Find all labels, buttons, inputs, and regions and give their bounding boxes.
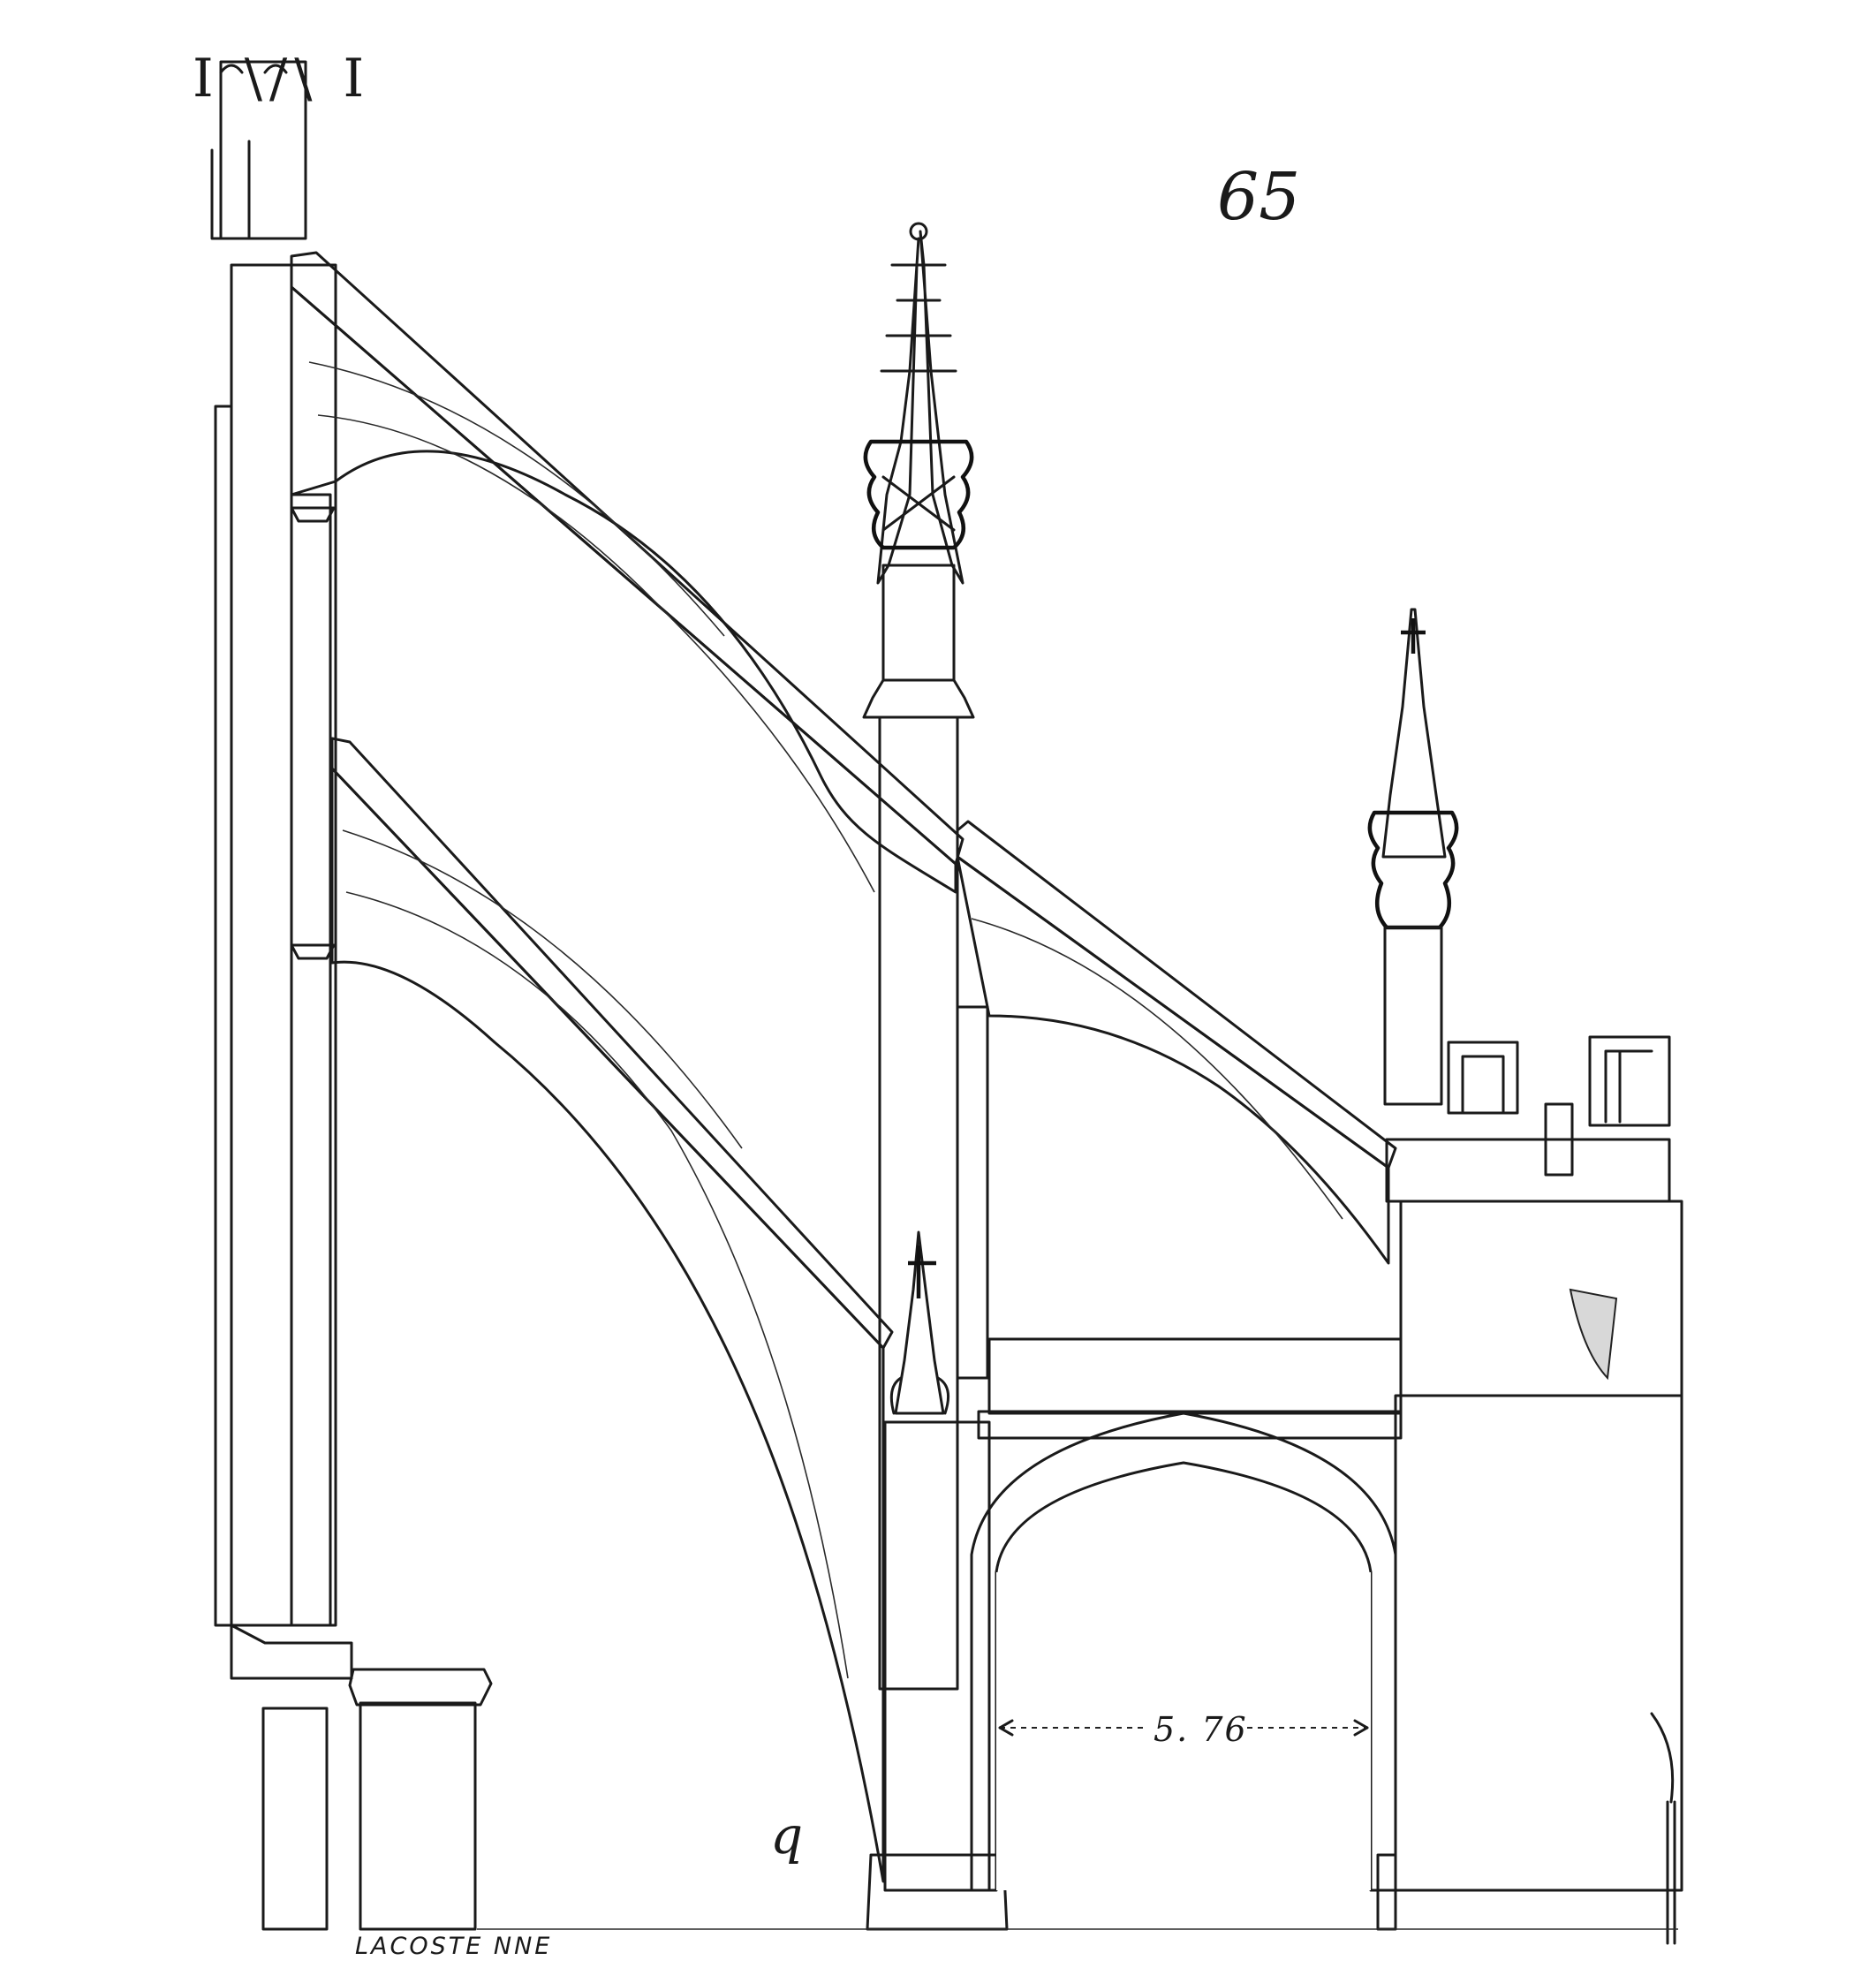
drainpipe	[1666, 1800, 1676, 1945]
outer-buttress	[1367, 608, 1683, 1945]
pinnacle-shaft	[881, 564, 956, 682]
pier-column	[878, 715, 959, 1691]
aisle-wall-block	[359, 1701, 477, 1931]
merlon-1	[1447, 1041, 1519, 1115]
upper-flyer-arch	[290, 285, 957, 894]
horizontal-strut	[987, 1337, 1403, 1415]
nave-wall-pier	[210, 60, 493, 1931]
lower-flyer-arch	[330, 767, 885, 1883]
small-pinnacle	[894, 1230, 945, 1415]
plate-corner-mark: I \/\ I	[193, 48, 372, 110]
pinnacle-crockets	[863, 439, 974, 550]
aisle-wall-fragment	[261, 1707, 329, 1931]
aisle-cornice	[348, 1668, 493, 1707]
outer-flyer-coping	[956, 820, 1397, 1169]
pinnacle-spire	[876, 237, 920, 585]
lower-flyer-coping	[330, 737, 894, 1350]
pier-footing	[230, 1624, 353, 1680]
figure-number: 65	[1217, 159, 1301, 235]
intermediate-pier	[862, 222, 1009, 1931]
lower-flying-buttress	[330, 737, 894, 1883]
upper-flying-buttress	[290, 251, 964, 894]
engraver-credit: LACOSTE NNE	[355, 1933, 553, 1960]
aisle-arch-strut	[970, 1337, 1403, 1892]
merlon-2	[1588, 1035, 1671, 1127]
pinnacle-base-cap	[862, 678, 975, 719]
outer-buttress-lower	[1394, 1394, 1683, 1892]
parapet-top	[219, 60, 307, 240]
outer-flying-buttress	[956, 820, 1397, 1265]
outer-flyer-arch	[956, 855, 1390, 1265]
span-dimension-line	[998, 1719, 1369, 1737]
upper-flyer-coping	[290, 251, 964, 866]
pier-lower	[883, 1420, 991, 1892]
outer-buttress-body	[1385, 1138, 1671, 1203]
outer-pinnacle-crockets	[1367, 810, 1459, 930]
gutter-spout	[210, 140, 251, 240]
scale-mark: q	[770, 1805, 804, 1866]
outer-pinnacle-spire	[1381, 608, 1447, 859]
outer-pinnacle-shaft	[1383, 926, 1443, 1106]
span-dimension-label: 5. 76	[1154, 1710, 1248, 1749]
